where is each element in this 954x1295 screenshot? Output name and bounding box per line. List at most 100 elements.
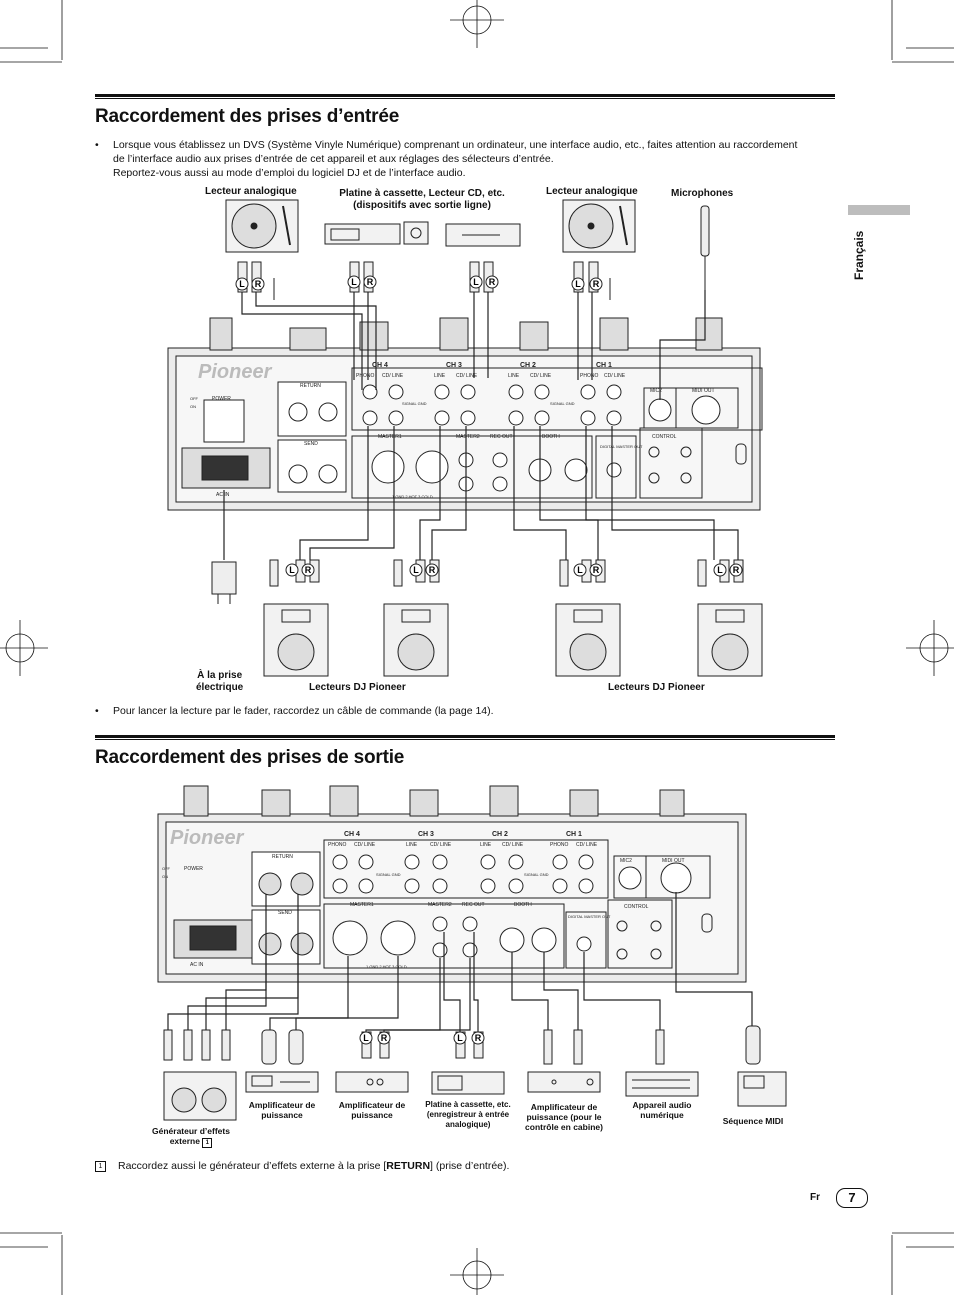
cdline-label-ch1-1: CD/ LINE <box>604 373 626 379</box>
svg-text:R: R <box>475 1033 482 1043</box>
svg-text:L: L <box>575 279 581 289</box>
effects-generator-icon <box>163 1071 237 1121</box>
label-microphones: Microphones <box>671 188 734 199</box>
ch4-label-1: CH 4 <box>372 362 388 369</box>
power-plug-icon <box>211 561 237 604</box>
ch1-label-2: CH 1 <box>566 831 582 838</box>
svg-text:R: R <box>593 565 600 575</box>
booth-label-1: BOOTH <box>542 434 560 440</box>
master1-label-2: MASTER1 <box>350 902 374 908</box>
label-cassette-line2: (dispositifs avec sortie ligne) <box>353 200 491 211</box>
off-label-1: OFF <box>190 396 199 401</box>
plug-effects-3 <box>201 1029 211 1061</box>
cdline-label-ch4-1: CD/ LINE <box>382 373 404 379</box>
digital-master-out-label-2: DIGITAL MASTER OUT <box>568 914 611 919</box>
language-tab-bar <box>848 205 910 215</box>
language-label: Français <box>852 230 866 280</box>
svg-text:L: L <box>351 277 357 287</box>
return-label-2: RETURN <box>272 854 293 860</box>
ch3-label-1: CH 3 <box>446 362 462 369</box>
return-label-1: RETURN <box>300 383 321 389</box>
plug-digital <box>655 1029 665 1065</box>
svg-text:R: R <box>593 279 600 289</box>
section2-title: Raccordement des prises de sortie <box>95 747 405 768</box>
turntable-icon-right <box>562 199 636 253</box>
midi-out-label-1: MIDI OUT <box>692 388 715 394</box>
label-power-outlet-line2: électrique <box>196 682 244 693</box>
phono-label-ch4-1: PHONO <box>356 373 374 379</box>
rca-plugs-turntable-right <box>573 261 611 300</box>
footnote-bold: RETURN <box>386 1160 431 1172</box>
gnd-hot-cold-label-2: 1 GND 2 HOT 3 COLD <box>366 964 407 969</box>
booth-label-2: BOOTH <box>514 902 532 908</box>
plug-effects-4 <box>221 1029 231 1061</box>
ch2-label-1: CH 2 <box>520 362 536 369</box>
label-midi-sequencer: Séquence MIDI <box>722 1116 784 1126</box>
label-turntable-left: Lecteur analogique <box>205 186 297 197</box>
svg-text:L: L <box>473 277 479 287</box>
power-label-2: POWER <box>184 866 203 872</box>
label-digital-audio: Appareil audio numérique <box>620 1100 704 1120</box>
bullet-dvs-line2: de l’interface audio aux prises d’entrée… <box>113 153 554 165</box>
svg-text:L: L <box>413 565 419 575</box>
label-effects-line1: Générateur d’effets <box>152 1126 230 1136</box>
label-amp1-line1: Amplificateur de <box>248 1100 316 1110</box>
cdline-label-ch2-2: CD/ LINE <box>502 842 524 848</box>
ac-in-label-1: AC IN <box>216 492 230 498</box>
label-power-amp-2: Amplificateur de puissance <box>330 1100 414 1120</box>
bullet-dvs: • Lorsque vous établissez un DVS (Systèm… <box>95 138 840 180</box>
bullet-fader-start-text: Pour lancer la lecture par le fader, rac… <box>113 705 494 717</box>
label-cassette-line1: Platine à cassette, Lecteur CD, etc. <box>339 188 505 199</box>
label-dj-players-right: Lecteurs DJ Pioneer <box>608 682 705 693</box>
label-power-outlet: À la prise électrique <box>196 670 243 694</box>
ch2-label-2: CH 2 <box>492 831 508 838</box>
section1-title: Raccordement des prises d’entrée <box>95 106 400 127</box>
rec-out-label-1: REC OUT <box>490 434 513 440</box>
svg-text:L: L <box>239 279 245 289</box>
plug-effects-1 <box>163 1029 173 1061</box>
label-turntable-right: Lecteur analogique <box>546 186 638 197</box>
cassette-deck-icon <box>324 221 429 245</box>
footnote-marker: 1 <box>95 1160 106 1172</box>
digital-master-out-label-1: DIGITAL MASTER OUT <box>600 444 643 449</box>
midi-out-label-2: MIDI OUT <box>662 858 685 864</box>
xlr-plug-1 <box>261 1029 277 1065</box>
cdline-label-ch3-2: CD/ LINE <box>430 842 452 848</box>
rec-out-label-2: REC OUT <box>462 902 485 908</box>
master2-label-2: MASTER2 <box>428 902 452 908</box>
phono-label-ch1-1: PHONO <box>580 373 598 379</box>
label-booth-line3: contrôle en cabine) <box>525 1122 603 1132</box>
mixer-rear-panel-input <box>167 317 763 511</box>
label-amp2-line2: puissance <box>351 1110 393 1120</box>
mic2-label-1: MIC2 <box>650 388 662 394</box>
booth-amp-icon <box>527 1071 601 1093</box>
label-cassette: Platine à cassette, Lecteur CD, etc. (di… <box>331 188 513 212</box>
label-booth-amp: Amplificateur de puissance (pour le cont… <box>514 1102 614 1132</box>
label-amp1-line2: puissance <box>261 1110 303 1120</box>
turntable-icon-left <box>225 199 299 253</box>
send-label-1: SEND <box>304 441 318 447</box>
svg-text:R: R <box>733 565 740 575</box>
plugs-booth <box>543 1029 583 1065</box>
svg-text:R: R <box>367 277 374 287</box>
cdline-label-ch1-2: CD/ LINE <box>576 842 598 848</box>
digital-audio-device-icon <box>625 1071 699 1097</box>
master1-label-1: MASTER1 <box>378 434 402 440</box>
tape-deck-icon <box>431 1071 505 1095</box>
section2-rule-thin <box>95 739 835 740</box>
control-label-1: CONTROL <box>652 434 677 440</box>
svg-text:R: R <box>255 279 262 289</box>
label-tape-deck: Platine à cassette, etc. (enregistreur à… <box>418 1100 518 1130</box>
plug-effects-2 <box>183 1029 193 1061</box>
control-label-2: CONTROL <box>624 904 649 910</box>
svg-text:R: R <box>305 565 312 575</box>
midi-sequencer-icon <box>737 1071 787 1107</box>
ac-in-label-2: AC IN <box>190 962 204 968</box>
signal-gnd-label-1a: SIGNAL GND <box>402 401 427 406</box>
label-amp2-line1: Amplificateur de <box>338 1100 406 1110</box>
label-tape-line2: (enregistreur à entrée <box>426 1110 510 1119</box>
page-number: 7 <box>836 1188 868 1208</box>
